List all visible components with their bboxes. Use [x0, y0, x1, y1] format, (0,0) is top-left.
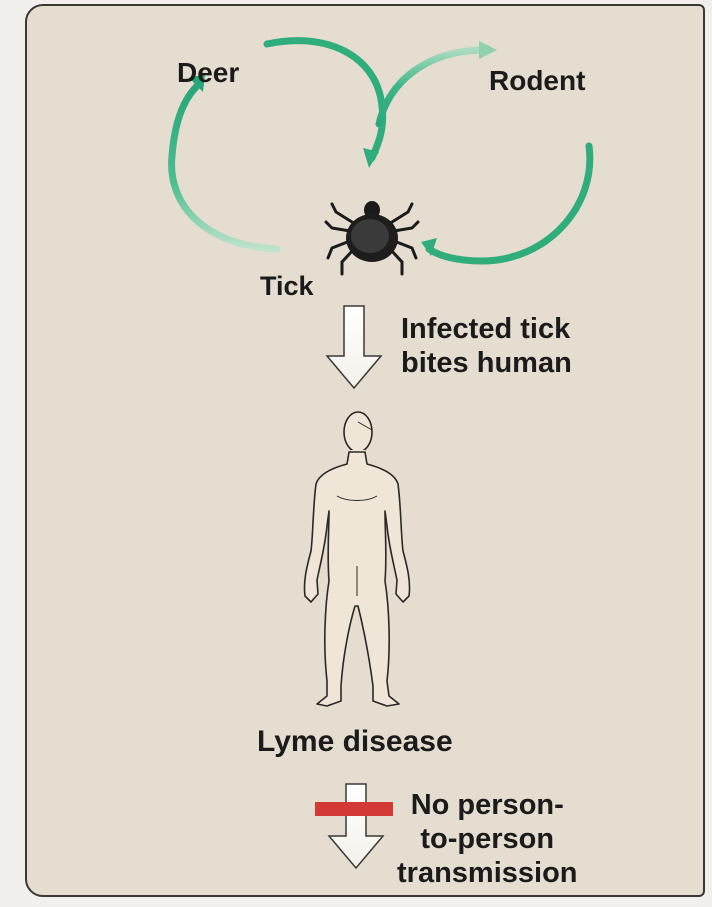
bite-caption-line-2: bites human [401, 346, 572, 380]
diagram-panel: Deer Rodent Tick Infected tick bites hum… [25, 4, 705, 897]
human-figure [304, 412, 409, 706]
cycle-arrow-rodent-path [379, 50, 482, 124]
lyme-disease-label: Lyme disease [257, 726, 453, 758]
bite-caption-line-1: Infected tick [401, 312, 572, 346]
tick-label: Tick [260, 272, 314, 300]
arrow-bites-human-shape [327, 306, 381, 388]
bite-caption: Infected tick bites human [401, 312, 572, 380]
cycle-arrow-deer-to-tick [267, 41, 383, 158]
diagram-graphics [27, 6, 705, 897]
arrow-no-transmission-shape [329, 784, 383, 868]
no-transmission-line-3: transmission [397, 856, 578, 890]
cycle-arrow-deer-path [172, 86, 277, 249]
cycle-arrow-rodent-head [479, 41, 497, 59]
block-bar [315, 802, 393, 816]
tick-icon [326, 201, 418, 274]
no-transmission-line-1: No person- [397, 788, 578, 822]
deer-label: Deer [177, 58, 239, 87]
no-transmission-caption: No person- to-person transmission [397, 788, 578, 890]
cycle-arrow-rodent-to-tick [429, 146, 590, 261]
rodent-label: Rodent [489, 66, 585, 95]
arrow-no-transmission [315, 784, 393, 868]
no-transmission-line-2: to-person [397, 822, 578, 856]
arrow-bites-human [327, 306, 381, 388]
